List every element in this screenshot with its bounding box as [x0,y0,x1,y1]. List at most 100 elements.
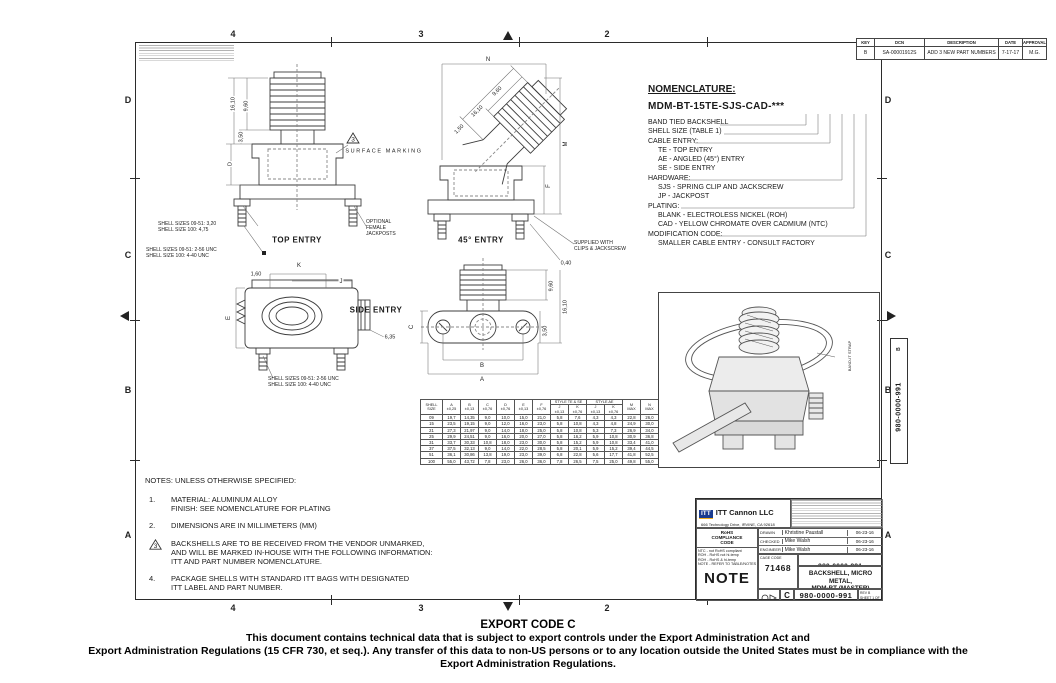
view-label-angled-entry: 45° ENTRY [458,235,504,245]
sheet-label: SHEET [860,596,872,600]
dim-cell: 23,0 [496,457,515,465]
approval-date: 06-23-16 [855,530,874,536]
notes-block: NOTES: UNLESS OTHERWISE SPECIFIED: 1.MAT… [145,476,535,601]
company-name: ITT Cannon LLC [715,508,774,517]
dim-style-span: STYLE TE & SE [550,398,587,406]
dwg-no-value: 980-0000-991 [818,563,862,565]
rev-cell: M.G. [1022,46,1047,60]
zone-col-label: 3 [418,29,424,39]
zone-tick [130,460,140,461]
dim-label: F [546,183,552,189]
note-number: 1. [149,495,156,504]
zone-row-label: C [884,250,892,260]
rev-cell: B [856,46,875,60]
sheet-row: SHEET 1 OF 1 [860,596,882,600]
dim-col-header: J ±0,13 [586,404,605,416]
nomenclature-line: AE - ANGLED (45°) ENTRY [658,156,745,164]
rohs-value: NOTE [704,569,750,587]
dim-cell: 7,5 [586,457,605,465]
zone-tick [130,178,140,179]
export-line: Export Administration Regulations (15 CF… [88,645,968,657]
nomenclature-block: NOMENCLATURE: MDM-BT-15TE-SJS-CAD-*** BA… [648,84,888,248]
rohs-code-line: ROH - RoHS & hi-temp [698,557,737,562]
dim-label: 9,60 [548,279,555,293]
front-view-art [420,258,562,375]
zone-tick [331,595,332,605]
side-strip: 980-0000-991 B [890,338,908,464]
dim-label: K [295,263,303,269]
note-item: 4.PACKAGE SHELLS WITH STANDARD ITT BAGS … [145,574,535,592]
nomenclature-line: PLATING: [648,202,680,210]
dim-cell: 55,0 [640,457,659,465]
dim-cell: 26,5 [568,457,587,465]
zone-row-label: A [124,530,132,540]
center-arrow-right [887,311,896,321]
zone-row-label: D [884,95,892,105]
rohs-code-line: ROH - RoHS not hi-temp [698,553,739,558]
surface-flag-number: 3 [351,137,355,144]
view-label-top-entry: TOP ENTRY [272,235,322,245]
zone-col-label: 2 [604,603,610,613]
rohs-code-line: NOTE - REFER TO TABLE/NOTES [698,562,757,567]
rev-row: REV B [860,591,881,596]
approval-name: Mike Walsh [783,538,848,545]
zone-tick [519,37,520,47]
nomenclature-line: SJS - SPRING CLIP AND JACKSCREW [658,184,784,192]
dim-cell: 55,0 [442,457,461,465]
rev-col-header: DESCRIPTION [924,38,999,47]
dim-label: 16,10 [230,96,237,112]
rev-col-header: KEY [856,38,875,47]
dim-cell: 7,8 [550,457,569,465]
rohs-code-line: NTC - not RoHS compliant [698,548,742,553]
center-arrow-left [120,311,129,321]
third-angle-projection-icon [761,594,777,600]
nomenclature-line: BLANK - ELECTROLESS NICKEL (ROH) [658,211,788,219]
dim-label: M [563,140,569,148]
nomenclature-heading: NOMENCLATURE: [648,84,736,95]
zone-tick [877,320,887,321]
drawing-sheet-frame [135,42,882,600]
dim-col-header: K ±0,76 [568,404,587,416]
zone-col-label: 4 [230,603,236,613]
dim-label: 9,60 [243,99,250,113]
nomenclature-line: SE - SIDE ENTRY [658,165,716,173]
dim-label: 16,10 [562,299,569,315]
drawing-title: BACKSHELL, MICRO METAL, MDM-BT (MASTER) [808,570,873,589]
cage-code-value: 71468 [764,563,792,573]
dim-col-header: K ±0,76 [604,404,623,416]
note-item: 2.DIMENSIONS ARE IN MILLIMETERS (MM) [145,521,535,530]
dim-cell: 36,0 [532,457,551,465]
dim-col-header: C ±0,76 [478,398,497,416]
surface-marking-flag-icon: 3 [346,132,360,144]
dim-label: J [338,279,344,285]
rohs-heading: RoHS COMPLIANCE CODE [697,529,757,548]
zone-tick [707,37,708,47]
export-line: This document contains technical data th… [246,632,810,644]
notes-list: 1.MATERIAL: ALUMINUM ALLOY FINISH: SEE N… [145,495,535,593]
notes-heading: NOTES: UNLESS OTHERWISE SPECIFIED: [145,476,297,485]
fine-print-corner [139,45,234,61]
note-number: 2. [149,521,156,531]
dim-col-header: D ±0,76 [496,398,515,416]
rev-cell: 7-17-17 [998,46,1023,60]
rev-value: B [867,591,871,595]
zone-row-label: D [124,95,132,105]
dim-cell: 43,72 [460,457,479,465]
approval-label: DRAWN [759,530,783,536]
dim-col-header: M MAX [622,398,641,416]
